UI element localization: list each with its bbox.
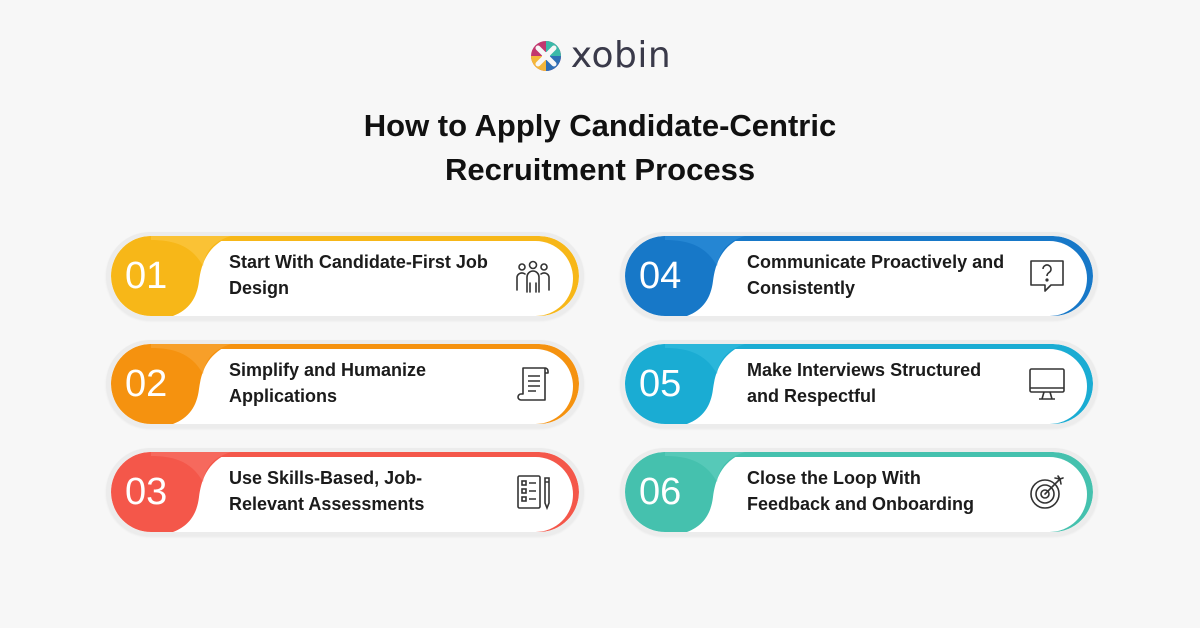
step-number: 04 bbox=[639, 255, 682, 297]
step-card: 05 Make Interviews Structured and Respect… bbox=[620, 340, 1098, 428]
step-card: 06 Close the Loop With Feedback and Onboa… bbox=[620, 448, 1098, 536]
brand-name: xobin bbox=[570, 35, 672, 76]
step-number: 06 bbox=[639, 471, 682, 513]
team-icon bbox=[513, 256, 553, 296]
checklist-pencil-icon bbox=[513, 472, 553, 512]
step-number-badge: 04 bbox=[625, 236, 745, 316]
step-number-badge: 05 bbox=[625, 344, 745, 424]
title-line-1: How to Apply Candidate-Centric bbox=[363, 108, 837, 143]
step-label: Start With Candidate-First Job Design bbox=[229, 252, 488, 298]
step-label: Communicate Proactively and Consistently bbox=[747, 252, 1005, 298]
step-number: 03 bbox=[125, 471, 168, 513]
step-card-body: 02 Simplify and Humanize Applications bbox=[111, 344, 579, 424]
step-number-badge: 06 bbox=[625, 452, 745, 532]
step-card: 03 Use Skills-Based, Job-Relevant Assessm… bbox=[106, 448, 584, 536]
step-label: Close the Loop With Feedback and Onboard… bbox=[747, 468, 975, 514]
step-card: 04 Communicate Proactively and Consistent… bbox=[620, 232, 1098, 320]
step-label: Make Interviews Structured and Respectfu… bbox=[747, 360, 982, 406]
step-card-body: 06 Close the Loop With Feedback and Onboa… bbox=[625, 452, 1093, 532]
step-number: 02 bbox=[125, 363, 168, 405]
step-number-badge: 03 bbox=[111, 452, 231, 532]
step-label: Use Skills-Based, Job-Relevant Assessmen… bbox=[229, 468, 425, 514]
page-title: How to Apply Candidate-Centric Recruitme… bbox=[0, 104, 1200, 192]
step-card: 01 Start With Candidate-First Job Design bbox=[106, 232, 584, 320]
xobin-mark-icon bbox=[530, 41, 561, 71]
document-scroll-icon bbox=[513, 364, 553, 404]
step-number-badge: 01 bbox=[111, 236, 231, 316]
monitor-icon bbox=[1027, 364, 1067, 404]
step-label: Simplify and Humanize Applications bbox=[229, 360, 427, 406]
title-line-2: Recruitment Process bbox=[444, 152, 756, 187]
step-card: 02 Simplify and Humanize Applications bbox=[106, 340, 584, 428]
step-card-body: 05 Make Interviews Structured and Respect… bbox=[625, 344, 1093, 424]
step-card-body: 04 Communicate Proactively and Consistent… bbox=[625, 236, 1093, 316]
step-number: 01 bbox=[125, 255, 168, 297]
step-card-body: 01 Start With Candidate-First Job Design bbox=[111, 236, 579, 316]
target-icon bbox=[1027, 472, 1067, 512]
step-number: 05 bbox=[639, 363, 682, 405]
step-number-badge: 02 bbox=[111, 344, 231, 424]
question-chat-icon bbox=[1027, 256, 1067, 296]
brand-logo: xobin bbox=[0, 36, 1200, 76]
step-card-body: 03 Use Skills-Based, Job-Relevant Assessm… bbox=[111, 452, 579, 532]
